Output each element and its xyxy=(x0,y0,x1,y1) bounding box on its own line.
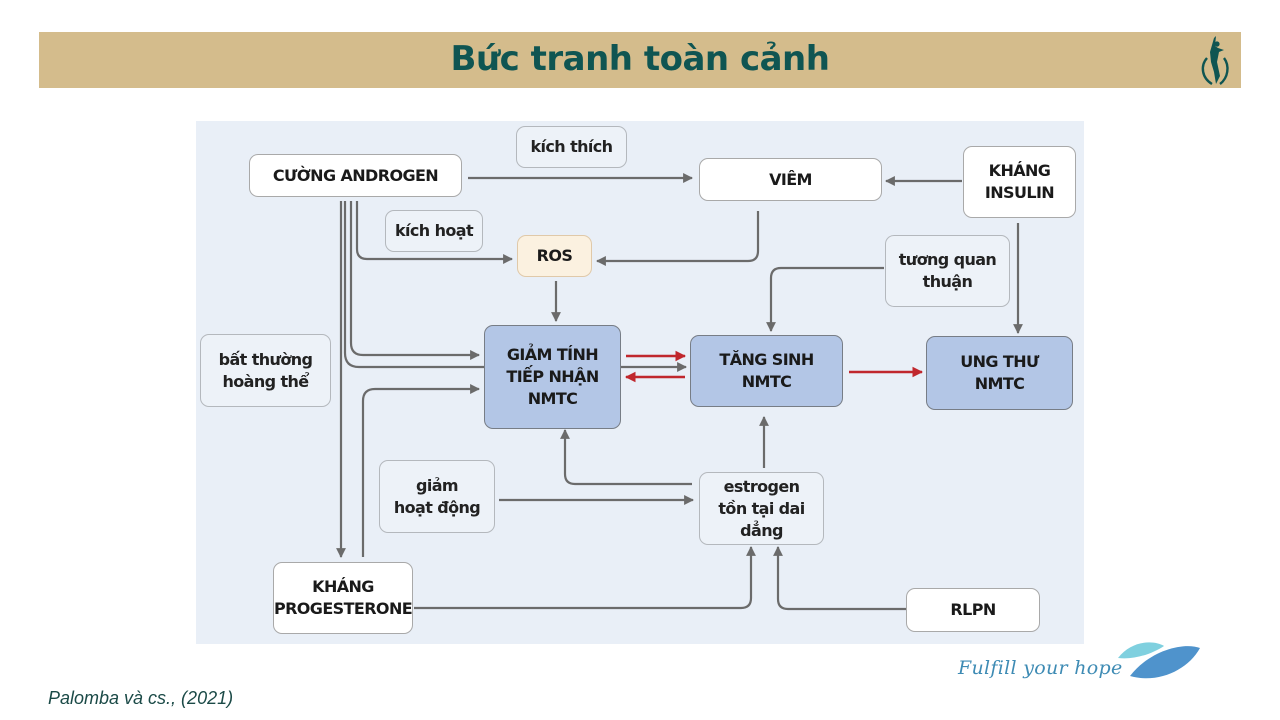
node-rlpn: RLPN xyxy=(906,588,1040,632)
edge-progesterone-estrogen xyxy=(414,546,756,610)
pathophysiology-diagram: CƯỜNG ANDROGEN kích thích VIÊM KHÁNG INS… xyxy=(196,121,1084,644)
label-giam-hoat-dong: giảm hoạt động xyxy=(379,460,495,533)
node-ros: ROS xyxy=(517,235,592,277)
node-khang-insulin: KHÁNG INSULIN xyxy=(963,146,1076,218)
node-khang-progesterone: KHÁNG PROGESTERONE xyxy=(273,562,413,634)
edge-rlpn-estrogen xyxy=(773,546,906,611)
edge-androgen-tangsinh xyxy=(343,201,687,372)
node-cuong-androgen: CƯỜNG ANDROGEN xyxy=(249,154,462,197)
edge-androgen-ros xyxy=(355,201,513,264)
edge-viem-ros xyxy=(596,211,760,266)
slide-title: Bức tranh toàn cảnh xyxy=(450,39,830,79)
edge-estrogen-giam xyxy=(560,429,692,486)
node-ung-thu: UNG THƯ NMTC xyxy=(926,336,1073,410)
node-estrogen: estrogen tồn tại dai dẳng xyxy=(699,472,824,545)
label-kich-thich: kích thích xyxy=(516,126,627,168)
citation: Palomba và cs., (2021) xyxy=(48,688,234,708)
tagline: Fulfill your hope xyxy=(958,657,1123,679)
label-kich-hoat: kích hoạt xyxy=(385,210,483,252)
edge-progesterone-giam xyxy=(361,384,480,557)
dancer-figure-icon xyxy=(1201,36,1229,86)
node-giam-tinh-tiep-nhan: GIẢM TÍNH TIẾP NHẬN NMTC xyxy=(484,325,621,429)
label-tuong-quan-thuan: tương quan thuận xyxy=(885,235,1010,307)
blue-leaves-icon xyxy=(1118,642,1200,679)
node-tang-sinh: TĂNG SINH NMTC xyxy=(690,335,843,407)
edge-tuongquan-tangsinh xyxy=(766,266,884,332)
label-bat-thuong-hoang-the: bất thường hoàng thể xyxy=(200,334,331,407)
title-bar: Bức tranh toàn cảnh xyxy=(39,32,1241,88)
node-viem: VIÊM xyxy=(699,158,882,201)
edge-androgen-giam xyxy=(349,201,480,360)
diagram-connectors xyxy=(336,173,1023,611)
